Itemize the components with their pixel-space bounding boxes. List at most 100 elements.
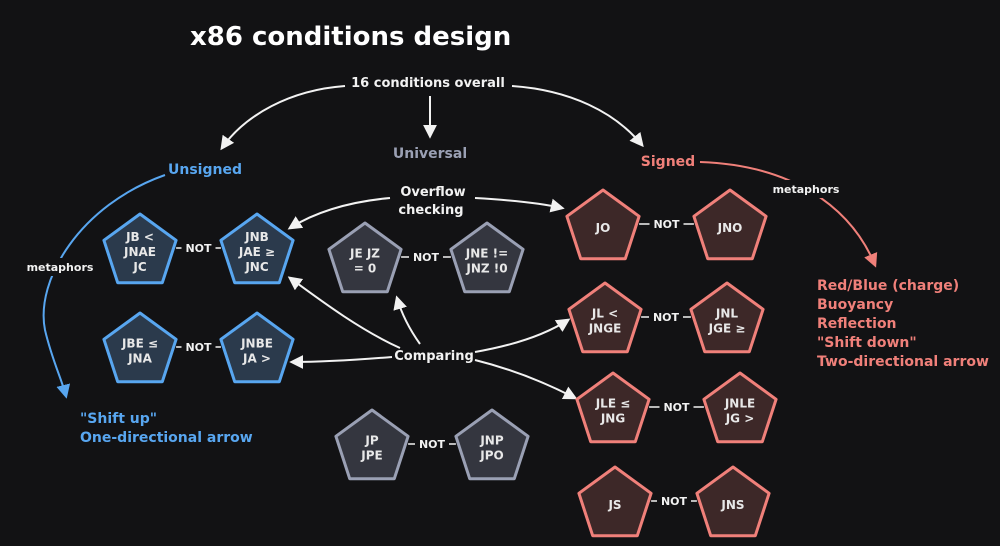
unsigned-metaphor-1: "Shift up" bbox=[80, 411, 157, 427]
condition-mnemonic: JB < bbox=[125, 230, 154, 244]
overflow-label-line2: checking bbox=[398, 203, 463, 218]
pentagon-shape bbox=[702, 371, 778, 444]
pentagon-shape bbox=[577, 465, 653, 538]
metaphors-right-bg bbox=[770, 180, 842, 198]
pentagon-shape bbox=[102, 212, 178, 285]
not-label: NOT bbox=[653, 218, 680, 231]
not-label-bg bbox=[409, 248, 443, 266]
condition-mnemonic: JP bbox=[364, 434, 378, 448]
overflow-label-line1: Overflow bbox=[400, 185, 465, 200]
not-label: NOT bbox=[185, 341, 212, 354]
comparing-to-unsigned-below-eq-arrow bbox=[289, 354, 393, 369]
pentagon-shape bbox=[449, 221, 525, 294]
condition-node: JBE ≤JNA bbox=[102, 311, 178, 384]
not-label: NOT bbox=[653, 311, 680, 324]
condition-mnemonic: JNGE bbox=[588, 322, 622, 336]
overflow-to-signed-arrow bbox=[474, 197, 565, 213]
not-label: NOT bbox=[661, 495, 688, 508]
condition-mnemonic: = 0 bbox=[354, 262, 377, 276]
condition-node: JS bbox=[577, 465, 653, 538]
condition-mnemonic: JE JZ bbox=[349, 247, 380, 261]
condition-mnemonic: JO bbox=[595, 221, 611, 235]
condition-mnemonic: JNB bbox=[244, 230, 269, 244]
pentagon-shape bbox=[567, 281, 643, 354]
condition-mnemonic: JNA bbox=[127, 352, 153, 366]
overflow-to-unsigned-arrow bbox=[287, 197, 391, 230]
condition-node: JNO bbox=[692, 188, 768, 261]
condition-mnemonic: JNS bbox=[720, 498, 744, 512]
signed-metaphor-5: Two-directional arrow bbox=[817, 354, 989, 370]
pentagon-shape bbox=[219, 212, 295, 285]
pentagon-shape bbox=[327, 221, 403, 294]
pair-signed_overflow: NOT JO JNO bbox=[565, 188, 768, 261]
not-label-bg bbox=[181, 239, 216, 257]
condition-mnemonic: JGE ≥ bbox=[708, 322, 746, 336]
condition-mnemonic: JC bbox=[132, 260, 146, 274]
unsigned-metaphor-2: One-directional arrow bbox=[80, 430, 253, 446]
metaphors-right-label: metaphors bbox=[773, 183, 840, 196]
condition-mnemonic: JNE != bbox=[465, 247, 508, 261]
not-label-bg bbox=[415, 435, 449, 453]
condition-mnemonic: JG > bbox=[725, 412, 755, 426]
not-label: NOT bbox=[419, 438, 446, 451]
condition-mnemonic: JL < bbox=[591, 307, 618, 321]
condition-mnemonic: JNZ !0 bbox=[465, 262, 507, 276]
condition-node: JL <JNGE bbox=[567, 281, 643, 354]
pentagon-shape bbox=[565, 188, 641, 261]
universal-label: Universal bbox=[393, 146, 467, 162]
metaphors-left-bg bbox=[24, 258, 96, 276]
pentagon-shape bbox=[692, 188, 768, 261]
root-label: 16 conditions overall bbox=[351, 76, 505, 91]
signed-metaphor-2: Buoyancy bbox=[817, 297, 893, 313]
condition-mnemonic: JNL bbox=[715, 307, 739, 321]
not-label-bg bbox=[657, 492, 691, 510]
not-label-bg bbox=[659, 398, 694, 416]
unsigned-label: Unsigned bbox=[168, 162, 242, 178]
condition-mnemonic: JNAE bbox=[123, 245, 156, 259]
condition-node: JE JZ= 0 bbox=[327, 221, 403, 294]
condition-mnemonic: JNG bbox=[600, 412, 625, 426]
condition-mnemonic: JNLE bbox=[724, 397, 755, 411]
pentagon-shape bbox=[334, 408, 410, 481]
condition-mnemonic: JAE ≥ bbox=[238, 245, 275, 259]
condition-mnemonic: JNP bbox=[479, 434, 504, 448]
signed-metaphor-3: Reflection bbox=[817, 316, 897, 332]
pentagon-shape bbox=[102, 311, 178, 384]
condition-mnemonic: JA > bbox=[242, 352, 271, 366]
pair-signed_sign: NOT JS JNS bbox=[577, 465, 771, 538]
comparing-to-unsigned-below-arrow bbox=[287, 276, 401, 349]
condition-mnemonic: JPE bbox=[360, 449, 382, 463]
pentagon-shape bbox=[219, 311, 295, 384]
signed-metaphor-1: Red/Blue (charge) bbox=[817, 278, 959, 294]
pentagon-shape bbox=[454, 408, 530, 481]
condition-node: JLE ≤JNG bbox=[575, 371, 651, 444]
condition-mnemonic: JNBE bbox=[240, 337, 273, 351]
condition-node: JNE !=JNZ !0 bbox=[449, 221, 525, 294]
condition-node: JNS bbox=[695, 465, 771, 538]
comparing-to-signed-less-arrow bbox=[474, 318, 571, 353]
condition-mnemonic: JBE ≤ bbox=[121, 337, 158, 351]
condition-mnemonic: JLE ≤ bbox=[595, 397, 631, 411]
signed-label: Signed bbox=[641, 154, 695, 170]
unsigned-metaphors-arrow bbox=[42, 174, 166, 399]
not-label: NOT bbox=[663, 401, 690, 414]
root-to-unsigned-arrow bbox=[220, 85, 346, 151]
condition-node: JO bbox=[565, 188, 641, 261]
condition-mnemonic: JS bbox=[607, 498, 621, 512]
metaphors-left-label: metaphors bbox=[27, 261, 94, 274]
pentagon-shape bbox=[689, 281, 765, 354]
